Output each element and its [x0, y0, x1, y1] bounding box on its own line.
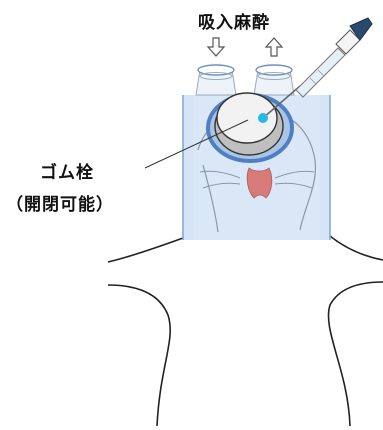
openable-label: （開閉可能） [6, 195, 114, 215]
anesthesia-label: 吸入麻酔 [198, 13, 270, 33]
rubber-plug [216, 92, 278, 144]
up-arrow-icon [264, 37, 284, 57]
right-limb-outline [327, 281, 383, 427]
leader-line [144, 119, 249, 169]
down-arrow-icon [206, 37, 226, 57]
body-outline-left [107, 237, 184, 263]
whiskers-right [274, 170, 315, 189]
rubber-plug-label: ゴム栓 [40, 163, 94, 183]
whiskers-left [199, 170, 241, 189]
nose [246, 167, 273, 199]
needle-dot [258, 113, 268, 123]
inlet-tube [195, 64, 237, 96]
left-limb-outline [107, 284, 172, 427]
outlet-tube [253, 64, 295, 96]
syringe [262, 17, 373, 119]
body-outline-right [329, 235, 383, 261]
